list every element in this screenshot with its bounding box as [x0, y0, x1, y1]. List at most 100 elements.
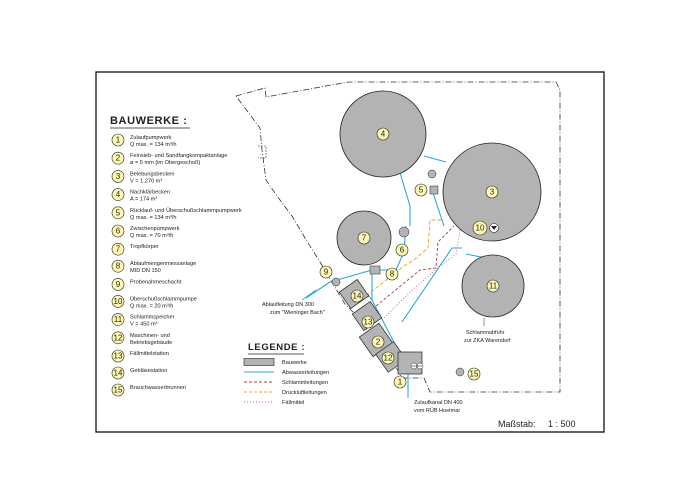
legend-item: Abwasserleitungen — [244, 370, 329, 376]
bauwerk-number: 15 — [114, 386, 123, 395]
bauwerk-number: 9 — [116, 280, 121, 289]
bauwerk-number-circle — [111, 349, 125, 363]
bauwerk-description: Gebläsestation — [130, 368, 167, 374]
bauwerk-number-circle — [111, 224, 125, 238]
bauwerk-item: 15 Brauchwasserbrunnen — [111, 383, 186, 397]
legend-items: BauwerkeAbwasserleitungenSchlammleitunge… — [243, 358, 329, 406]
bauwerk-description: Q max. = 134 m³/h — [130, 215, 176, 221]
legend-label: Fällmittel — [282, 400, 304, 406]
schlamm-label-1: Schlammabfuhr — [466, 330, 505, 336]
bauwerk-description: Q max. = 70 m³/h — [130, 233, 173, 239]
zulauf-label-2: vom RÜB Hoetmar — [414, 407, 460, 414]
legend-item: Fällmittel — [244, 400, 304, 406]
pumpstation-1-tag: 1 — [393, 375, 407, 389]
tank-3-label: 3 — [490, 188, 495, 197]
bauwerk-number-circle — [111, 170, 125, 183]
scale-label: Maßstab: — [498, 419, 536, 429]
tank-11: 11 — [461, 254, 525, 318]
schlamm-label-2: zur ZKA Warendorf — [464, 338, 511, 344]
bauwerk-description: Nachklärbecken — [130, 190, 170, 196]
building-13-label: 13 — [364, 318, 373, 327]
bauwerk-description: Feinsieb- und Sandfangkompaktanlage — [130, 153, 227, 159]
bauwerk-number-circle — [111, 259, 125, 273]
bauwerk-number: 6 — [116, 227, 121, 236]
bauwerk-description: MID DN 150 — [130, 268, 161, 274]
shaft-5: 5 — [414, 169, 439, 197]
air-line — [365, 219, 444, 297]
bauwerk-number: 11 — [114, 315, 123, 324]
shaft-5-label: 5 — [419, 186, 424, 195]
bauwerk-description: Belebungsbecken — [130, 171, 174, 177]
tank-7-label: 7 — [362, 234, 367, 243]
scale-value: 1 : 500 — [548, 419, 576, 429]
meter-8: 8 — [369, 265, 399, 281]
bauwerk-number: 10 — [114, 297, 123, 306]
bauwerk-number: 14 — [114, 369, 123, 378]
boundary-notch — [258, 145, 267, 159]
bauwerk-number: 5 — [116, 208, 121, 217]
bauwerk-description: Zwischenpumpwerk — [130, 226, 180, 232]
well-15-label: 15 — [470, 370, 479, 379]
bauwerk-number: 12 — [114, 333, 123, 342]
bauwerk-number-circle — [111, 383, 125, 397]
bauwerk-description: Maschinen- und — [130, 333, 170, 339]
bauwerk-number-circle — [111, 206, 125, 220]
bauwerk-number-circle — [111, 295, 125, 308]
water-line — [423, 155, 447, 163]
bauwerk-description: Fällmittelstation — [130, 351, 169, 357]
bauwerk-number-circle — [111, 313, 125, 326]
bauwerk-description: Brauchwasserbrunnen — [130, 385, 186, 391]
building-2-tag: 2 — [371, 335, 385, 349]
water-line — [401, 247, 462, 323]
bauwerk-item: 14 Gebläsestation — [111, 366, 167, 380]
building-2-label: 2 — [376, 338, 381, 347]
ablauf-label-1: Ablaufleitung DN 300 — [262, 302, 314, 308]
bauwerk-description: Ablaufmengenmessanlage — [130, 261, 196, 267]
sludge-line — [375, 225, 455, 307]
pump-10-label: 10 — [476, 224, 485, 233]
bauwerk-number-circle — [111, 188, 125, 201]
ablauf-leader — [301, 289, 317, 301]
bauwerk-number-circle — [111, 151, 125, 165]
building-13-tag: 13 — [361, 315, 375, 329]
building-14-tag: 14 — [350, 289, 364, 303]
legend-item: Schlammleitungen — [244, 380, 328, 386]
tank-11-label: 11 — [489, 282, 498, 291]
bauwerk-number: 2 — [116, 154, 121, 163]
shaft-6-label: 6 — [400, 246, 405, 255]
shaft-9-label: 9 — [324, 268, 329, 277]
bauwerk-description: V = 1.270 m³ — [130, 178, 162, 184]
ablauf-label-2: zum "Wieninger Bach" — [270, 310, 325, 316]
shaft-9: 9 — [319, 265, 341, 287]
tank-4-label: 4 — [381, 130, 386, 139]
bauwerk-description: Q max. = 20 m³/h — [130, 303, 173, 309]
tank-4: 4 — [339, 90, 427, 178]
bauwerk-number-circle — [111, 242, 125, 256]
bauwerk-description: Betriebsgebäude — [130, 340, 172, 346]
bauwerk-number-circle — [111, 133, 125, 147]
zulauf-label-1: Zulaufkanal DN 400 — [414, 400, 463, 406]
bauwerk-description: Schlammspeicher — [130, 315, 175, 321]
pump-10: 10 — [472, 220, 499, 236]
bauwerk-description: Q max. = 134 m³/h — [130, 142, 176, 148]
tank-3: 3 — [442, 142, 542, 242]
shaft-6: 6 — [395, 226, 410, 257]
bauwerk-description: Zulaufpumpwerk — [130, 135, 172, 141]
water-line — [431, 189, 445, 227]
bauwerk-description: A = 174 m² — [130, 197, 157, 203]
meter-8-label: 8 — [390, 270, 395, 279]
bauwerk-description: V = 450 m³ — [130, 322, 158, 328]
bauwerk-description: Überschußschlammpumpe — [130, 295, 197, 302]
bauwerk-number-circle — [111, 366, 125, 380]
